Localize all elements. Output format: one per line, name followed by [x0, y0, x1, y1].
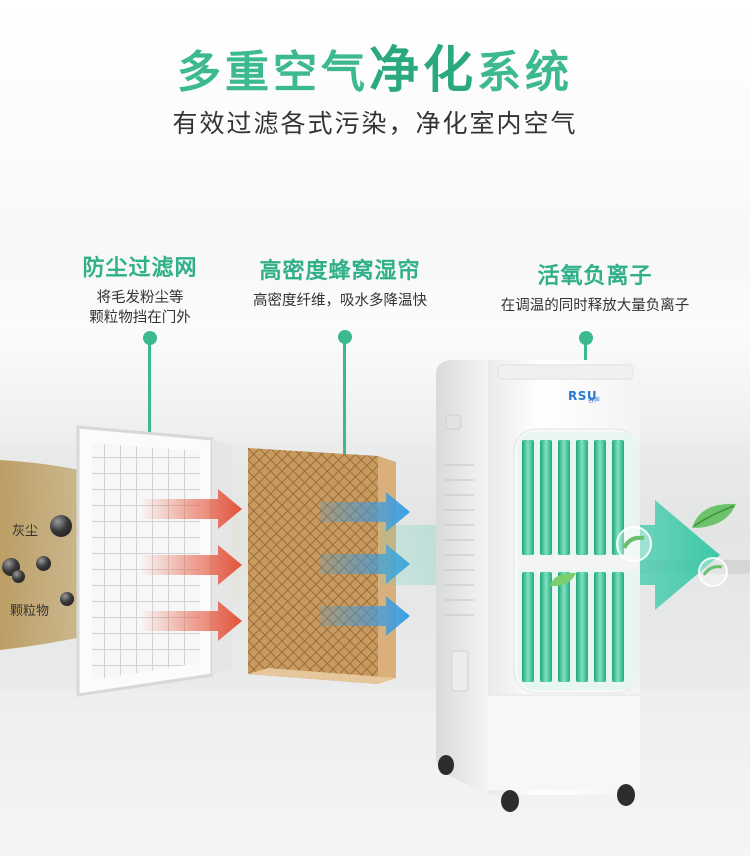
page-subtitle: 有效过滤各式污染，净化室内空气	[172, 109, 578, 138]
pin-line	[343, 340, 346, 455]
red-arrow-icon	[140, 545, 242, 585]
feature-desc-line: 高密度纤维，吸水多降温快	[253, 293, 427, 309]
dust-particle-icon	[12, 570, 25, 583]
leaf-icon	[550, 572, 576, 587]
title-highlight: 净化	[369, 41, 477, 99]
feature-desc-line: 在调温的同时释放大量负离子	[500, 298, 690, 314]
pin-icon	[579, 331, 593, 345]
blue-arrow-icon	[320, 492, 410, 532]
feature-desc-line: 颗粒物挡在门外	[89, 310, 191, 326]
title-part2: 系统	[477, 47, 573, 98]
page-title: 多重空气净化系统	[0, 30, 750, 102]
air-louver-vents	[518, 432, 638, 690]
dust-particle-icon	[36, 556, 51, 571]
dust-particle-icon	[60, 592, 74, 606]
leaf-icon	[692, 503, 736, 528]
feature-honeycomb-pad: 高密度蜂窝湿帘 高密度纤维，吸水多降温快	[225, 253, 455, 311]
bubble-icon	[698, 557, 728, 587]
pin-icon	[143, 331, 157, 345]
bubble-icon	[616, 526, 652, 562]
feature-desc-line: 将毛发粉尘等	[96, 290, 184, 306]
feature-negative-ions: 活氧负离子 在调温的同时释放大量负离子	[470, 258, 720, 316]
brand-sub: 容声	[588, 397, 601, 404]
feature-title: 防尘过滤网	[82, 256, 198, 281]
feature-title: 高密度蜂窝湿帘	[259, 259, 421, 284]
feature-desc: 在调温的同时释放大量负离子	[470, 296, 720, 316]
dust-label: 灰尘	[12, 524, 39, 539]
blue-arrows	[320, 492, 410, 636]
feature-dust-filter: 防尘过滤网 将毛发粉尘等 颗粒物挡在门外	[60, 250, 220, 328]
title-part1: 多重空气	[177, 47, 369, 98]
particle-label: 颗粒物	[10, 604, 50, 619]
feature-desc: 将毛发粉尘等 颗粒物挡在门外	[60, 288, 220, 328]
feature-desc: 高密度纤维，吸水多降温快	[225, 291, 455, 311]
red-arrow-icon	[140, 489, 242, 529]
dust-particle-icon	[50, 515, 72, 537]
pin-icon	[338, 330, 352, 344]
feature-title: 活氧负离子	[537, 264, 653, 289]
pin-line	[148, 340, 151, 432]
red-arrow-icon	[140, 601, 242, 641]
red-arrows	[140, 489, 242, 641]
blue-arrow-icon	[320, 596, 410, 636]
brand-logo: RSU	[568, 389, 598, 403]
